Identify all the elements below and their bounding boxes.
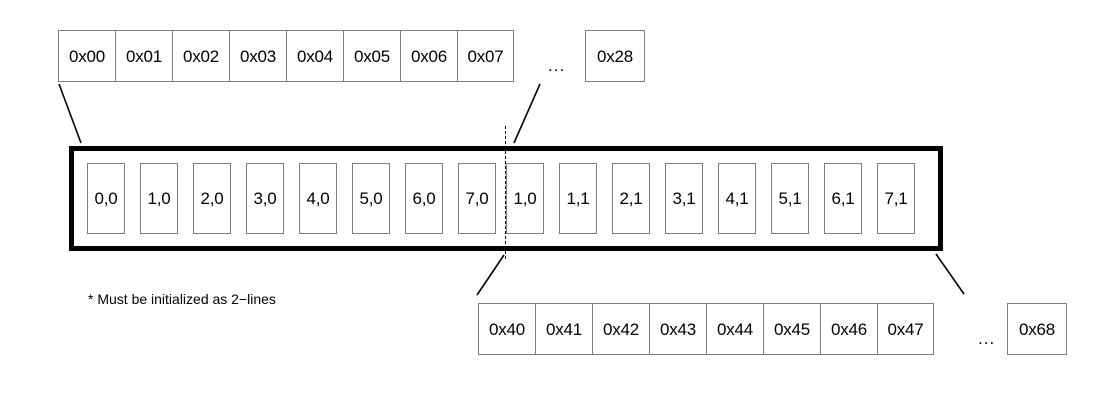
word-cell-r-6-1: 6,1 — [824, 163, 862, 234]
word-cell-4-0: 4,0 — [299, 163, 337, 234]
word-cell-6-0: 6,0 — [405, 163, 443, 234]
bottom-address-cell-3: 0x43 — [649, 303, 706, 355]
top-address-cell-7: 0x07 — [457, 30, 514, 82]
top-address-tail-cell: 0x28 — [585, 30, 645, 82]
word-cell-r-5-1: 5,1 — [771, 163, 809, 234]
bottom-address-cell-2: 0x42 — [592, 303, 649, 355]
word-cell-0-0: 0,0 — [87, 163, 125, 234]
word-cell-r-7-1: 7,1 — [877, 163, 915, 234]
word-cell-r-4-1: 4,1 — [718, 163, 756, 234]
word-cell-2-0: 2,0 — [193, 163, 231, 234]
bottom-address-cell-1: 0x41 — [535, 303, 592, 355]
word-cell-r-3-1: 3,1 — [665, 163, 703, 234]
top-address-cell-5: 0x05 — [343, 30, 400, 82]
word-cell-3-0: 3,0 — [246, 163, 284, 234]
initialization-note: * Must be initialized as 2−lines — [88, 291, 276, 307]
word-cell-5-0: 5,0 — [352, 163, 390, 234]
bottom-address-ellipsis: ... — [978, 329, 996, 348]
bottom-address-cell-5: 0x45 — [763, 303, 820, 355]
bottom-address-cell-0: 0x40 — [478, 303, 535, 355]
cache-line-word-cells: 0,0 1,0 2,0 3,0 4,0 5,0 6,0 7,0 1,0 1,1 … — [87, 163, 930, 234]
leader-bottom-left — [476, 254, 505, 296]
bottom-address-cell-6: 0x46 — [820, 303, 877, 355]
bottom-address-tail-cell: 0x68 — [1007, 303, 1067, 355]
top-address-cell-4: 0x04 — [286, 30, 343, 82]
word-cell-r-1-1: 1,1 — [559, 163, 597, 234]
bottom-address-run: 0x40 0x41 0x42 0x43 0x44 0x45 0x46 0x47 — [478, 303, 934, 355]
top-address-cell-6: 0x06 — [400, 30, 457, 82]
cache-line-split-dashed-marker — [505, 126, 506, 259]
top-address-cell-1: 0x01 — [115, 30, 172, 82]
leader-bottom-right — [935, 253, 965, 295]
leader-top-right — [513, 83, 541, 144]
bottom-address-cell-7: 0x47 — [877, 303, 934, 355]
top-address-cell-3: 0x03 — [229, 30, 286, 82]
top-address-cell-0: 0x00 — [58, 30, 115, 82]
word-cell-1-0: 1,0 — [140, 163, 178, 234]
top-address-ellipsis: ... — [548, 56, 566, 75]
word-cell-7-0: 7,0 — [458, 163, 496, 234]
top-address-run: 0x00 0x01 0x02 0x03 0x04 0x05 0x06 0x07 — [58, 30, 514, 82]
bottom-address-cell-4: 0x44 — [706, 303, 763, 355]
leader-top-left — [58, 83, 82, 144]
word-cell-r-2-1: 2,1 — [612, 163, 650, 234]
word-cell-r-1-0: 1,0 — [506, 163, 544, 234]
top-address-cell-2: 0x02 — [172, 30, 229, 82]
